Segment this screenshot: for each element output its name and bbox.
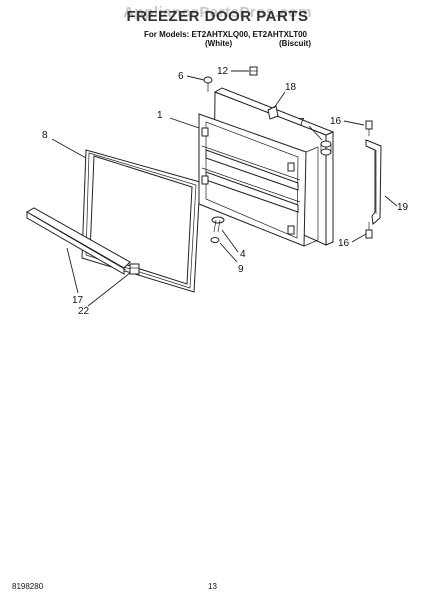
washer-part: [210, 237, 220, 243]
screw-part: [203, 76, 213, 92]
screw-part: [249, 66, 258, 76]
handle-part: [365, 139, 382, 225]
door-gasket-part: [81, 149, 201, 293]
callout-1: 1: [157, 110, 163, 121]
callout-6: 6: [178, 71, 184, 82]
document-number: 8198280: [12, 582, 44, 591]
callout-9: 9: [238, 264, 244, 275]
variant-white-label: (White): [205, 39, 233, 48]
callout-16-bottom: 16: [338, 238, 350, 249]
label-part: [267, 105, 279, 120]
models-label: For Models: ET2AHTXLQ00, ET2AHTXLT00: [144, 30, 307, 39]
breaker-strip-part: [25, 207, 131, 275]
callout-19: 19: [397, 202, 409, 213]
callout-4: 4: [240, 249, 246, 260]
callout-18: 18: [285, 82, 297, 93]
callout-7: 7: [299, 117, 305, 128]
handle-screw-part: [365, 120, 373, 136]
callout-8: 8: [42, 130, 48, 141]
callout-12: 12: [217, 66, 229, 77]
page-title: FREEZER DOOR PARTS: [126, 8, 309, 25]
plug-part: [320, 140, 332, 156]
callout-22: 22: [78, 306, 90, 317]
page-number: 13: [208, 582, 217, 591]
door-liner-part: [198, 87, 335, 247]
clip-part: [129, 263, 140, 275]
leader-lines: [51, 70, 398, 307]
callout-16-top: 16: [330, 116, 342, 127]
callout-numbers: 1 4 6 7 8 9 12 16 16 17 18 19 22: [42, 66, 409, 317]
callout-17: 17: [72, 295, 84, 306]
watermark: AppliancePartsPros.com: [123, 4, 312, 21]
variant-biscuit-label: (Biscuit): [279, 39, 311, 48]
door-stop-part: [211, 216, 225, 233]
handle-screw-part: [365, 222, 373, 239]
